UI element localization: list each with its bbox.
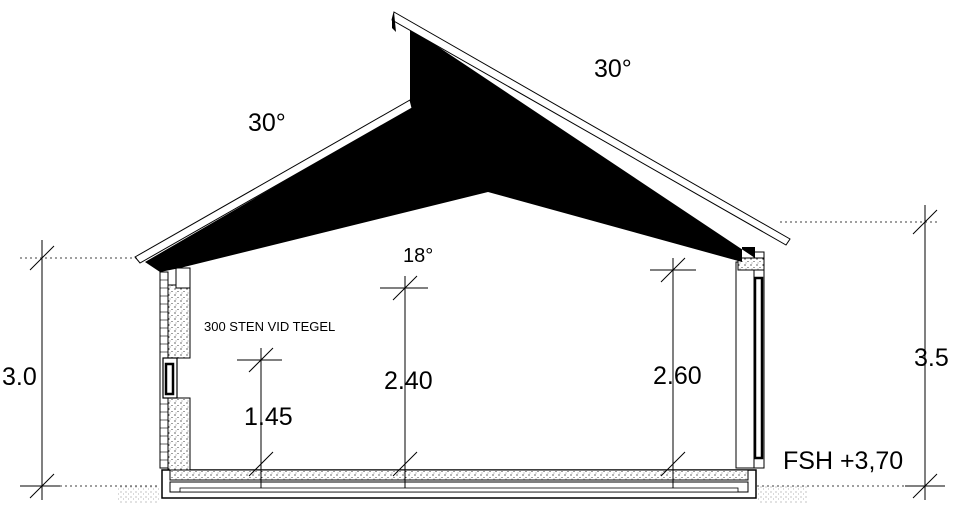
floor-level-label: FSH +3,70 [783,447,903,475]
ceiling-right-height-label: 2.60 [653,362,702,390]
ground-fill [20,485,935,503]
window-height-label: 1.45 [244,403,293,431]
left-window [162,357,178,399]
left-wall-height-label: 3.0 [2,363,37,391]
wall-note-label: 300 STEN VID TEGEL [204,319,335,334]
ceiling-angle-label: 18° [403,245,433,267]
left-roof-angle-label: 30° [248,109,286,137]
dimension-ceiling-peak [380,275,428,488]
dimension-right-wall [780,205,945,500]
dimension-ceiling-right [650,257,696,488]
right-roof-angle-label: 30° [594,55,632,83]
right-wall-height-label: 3.5 [914,344,949,372]
dimension-left-wall [20,240,140,500]
roof-structure [134,11,791,272]
dimension-window [237,347,282,488]
ceiling-peak-height-label: 2.40 [384,367,433,395]
right-wall [735,251,765,469]
